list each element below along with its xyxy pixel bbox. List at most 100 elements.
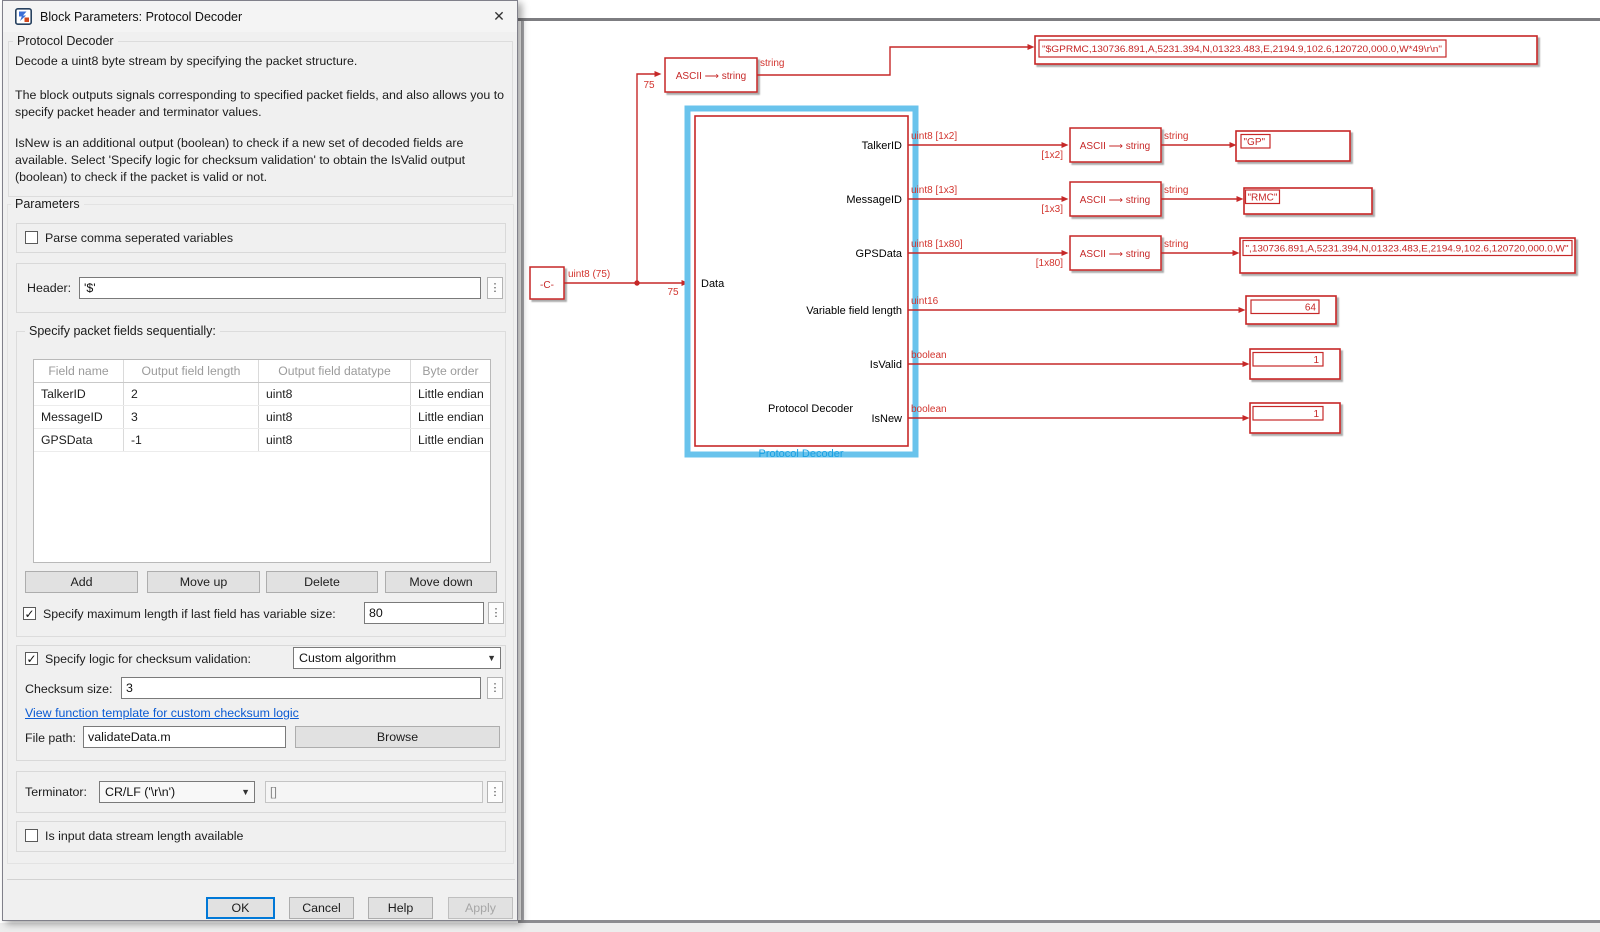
footer-separator [7, 879, 515, 880]
table-header-row: Field name Output field length Output fi… [34, 360, 490, 383]
display-messageid-value: "RMC" [1248, 193, 1278, 204]
parse-panel [16, 223, 506, 253]
cell-field-name[interactable]: MessageID [34, 406, 124, 428]
dialog-title: Block Parameters: Protocol Decoder [40, 10, 243, 24]
table-row[interactable]: GPSData -1 uint8 Little endian [34, 429, 490, 452]
canvas-top-border [518, 18, 1600, 21]
block-parameters-icon [15, 8, 32, 25]
constant-block[interactable]: -C- [529, 266, 565, 300]
ok-button[interactable]: OK [206, 897, 275, 919]
input-signal-wires[interactable] [564, 71, 689, 286]
wire-width-label-data: 75 [667, 287, 679, 298]
ascii-to-string-block-messageid[interactable]: ASCII ⟶ string [1069, 181, 1162, 217]
checksum-algorithm-value: Custom algorithm [299, 651, 397, 665]
display-messageid[interactable]: "RMC" [1243, 187, 1373, 215]
parameters-title: Parameters [11, 197, 84, 211]
cell-datatype[interactable]: uint8 [259, 406, 411, 428]
move-up-button[interactable]: Move up [147, 571, 260, 593]
col-header-output-field-datatype: Output field datatype [259, 360, 411, 382]
display-full-sentence[interactable]: "$GPRMC,130736.891,A,5231.394,N,01323.48… [1034, 35, 1538, 65]
wire-full-string[interactable] [757, 44, 1035, 76]
display-isvalid[interactable]: 1 [1249, 348, 1341, 380]
add-button[interactable]: Add [25, 571, 138, 593]
description-line-3: IsNew is an additional output (boolean) … [15, 136, 466, 184]
status-bar [0, 923, 1600, 932]
cell-byte-order[interactable]: Little endian [418, 387, 484, 401]
checksum-size-options-button[interactable]: ⋮ [487, 677, 503, 699]
cell-length[interactable]: 2 [124, 383, 259, 405]
parse-checkbox[interactable] [25, 231, 38, 244]
file-path-label: File path: [25, 731, 76, 745]
delete-button[interactable]: Delete [266, 571, 378, 593]
checksum-size-label: Checksum size: [25, 682, 113, 696]
ascii-block-label: ASCII ⟶ string [1080, 141, 1150, 152]
stream-length-panel [16, 821, 506, 852]
header-options-button[interactable]: ⋮ [487, 277, 503, 299]
cell-field-name[interactable]: GPSData [34, 429, 124, 451]
display-isnew-value: 1 [1313, 409, 1319, 420]
apply-button[interactable]: Apply [448, 897, 513, 919]
checksum-template-link[interactable]: View function template for custom checks… [25, 706, 299, 720]
protocol-decoder-block[interactable]: Data TalkerID MessageID GPSData Variable… [684, 105, 919, 458]
port-label-messageid: MessageID [846, 194, 902, 206]
display-variable-field-length[interactable]: 64 [1245, 295, 1337, 325]
signal-label-boolean-isnew: boolean [911, 404, 947, 415]
max-length-label: Specify maximum length if last field has… [43, 607, 336, 621]
display-isnew[interactable]: 1 [1249, 402, 1341, 434]
ascii-to-string-block-talkerid[interactable]: ASCII ⟶ string [1069, 127, 1162, 163]
max-length-input[interactable] [364, 602, 484, 624]
terminator-custom-input[interactable] [265, 781, 483, 803]
close-icon[interactable]: ✕ [493, 8, 505, 24]
fields-groupbox [16, 331, 506, 637]
display-full-value: "$GPRMC,130736.891,A,5231.394,N,01323.48… [1042, 44, 1442, 54]
port-label-variable-field-length: Variable field length [806, 305, 902, 317]
move-down-button[interactable]: Move down [385, 571, 497, 593]
browse-button[interactable]: Browse [295, 726, 500, 748]
header-panel [16, 263, 506, 313]
table-row[interactable]: MessageID 3 uint8 Little endian [34, 406, 490, 429]
terminator-select[interactable]: CR/LF ('\r\n') ▼ [99, 781, 255, 803]
table-row[interactable]: TalkerID 2 uint8 Little endian [34, 383, 490, 406]
signal-label-gpsdata: uint8 [1x80] [911, 239, 963, 250]
block-inner-title: Protocol Decoder [768, 403, 853, 415]
terminator-options-button[interactable]: ⋮ [487, 781, 503, 803]
checksum-algorithm-select[interactable]: Custom algorithm ▼ [293, 647, 501, 669]
checksum-checkbox[interactable] [25, 652, 38, 665]
cancel-button[interactable]: Cancel [289, 897, 354, 919]
header-input[interactable] [79, 277, 481, 299]
signal-label-string-messageid: string [1164, 185, 1188, 196]
display-talkerid[interactable]: "GP" [1235, 130, 1351, 162]
ascii-to-string-block-full[interactable]: ASCII ⟶ string [664, 57, 758, 93]
file-path-input[interactable] [83, 726, 286, 748]
port-label-isvalid: IsValid [870, 359, 902, 371]
simulink-diagram: -C- uint8 (75) 75 75 ASCII ⟶ string stri… [529, 35, 1576, 460]
col-header-field-name: Field name [34, 360, 124, 382]
stream-length-checkbox[interactable] [25, 829, 38, 842]
cell-datatype[interactable]: uint8 [259, 383, 411, 405]
display-gpsdata-value: ",130736.891,A,5231.394,N,01323.483,E,21… [1246, 244, 1569, 254]
display-gpsdata[interactable]: ",130736.891,A,5231.394,N,01323.483,E,21… [1239, 237, 1576, 274]
checksum-size-input[interactable] [121, 677, 481, 699]
signal-label-string-talkerid: string [1164, 131, 1188, 142]
terminator-value: CR/LF ('\r\n') [105, 785, 176, 799]
stream-length-label: Is input data stream length available [45, 829, 244, 843]
cell-byte-order[interactable]: Little endian [418, 410, 484, 424]
max-length-options-button[interactable]: ⋮ [488, 602, 504, 624]
window-divider [521, 21, 524, 920]
dim-label-talkerid: [1x2] [1041, 150, 1063, 161]
ascii-to-string-block-gpsdata[interactable]: ASCII ⟶ string [1069, 235, 1162, 271]
dim-label-gpsdata: [1x80] [1036, 258, 1063, 269]
wire-width-label-top: 75 [643, 80, 655, 91]
cell-field-name[interactable]: TalkerID [34, 383, 124, 405]
cell-length[interactable]: 3 [124, 406, 259, 428]
help-button[interactable]: Help [368, 897, 433, 919]
signal-label-boolean-isvalid: boolean [911, 350, 947, 361]
dialog-titlebar[interactable]: Block Parameters: Protocol Decoder ✕ [3, 1, 517, 32]
port-label-talkerid: TalkerID [862, 140, 902, 152]
chevron-down-icon: ▼ [241, 787, 250, 797]
max-length-checkbox[interactable] [23, 607, 36, 620]
cell-datatype[interactable]: uint8 [259, 429, 411, 451]
cell-byte-order[interactable]: Little endian [418, 433, 484, 447]
parameters-groupbox [7, 204, 514, 864]
cell-length[interactable]: -1 [124, 429, 259, 451]
